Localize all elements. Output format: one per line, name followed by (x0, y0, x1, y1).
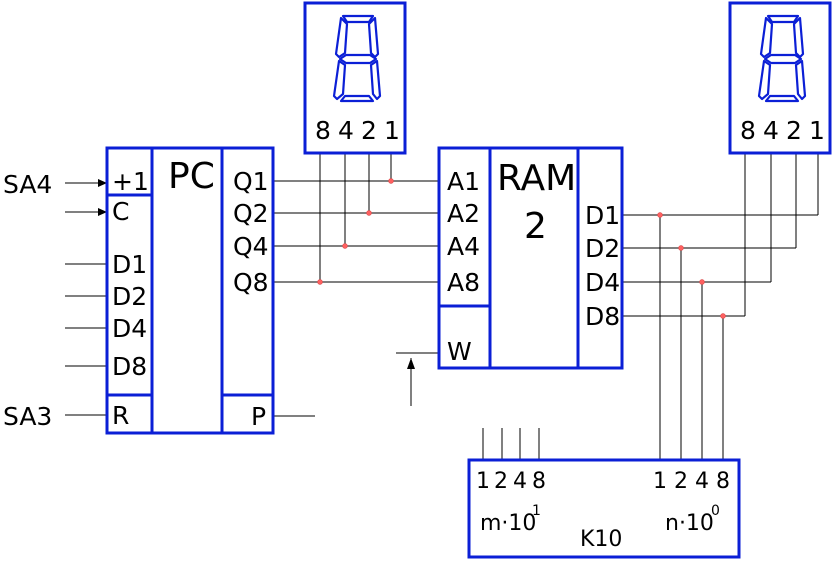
junction-dots (317, 178, 726, 319)
ram-addr-a1: A1 (447, 167, 480, 196)
k10-m-weight-4: 4 (513, 469, 527, 494)
k10-block: 1 2 4 8 1 2 4 8 m·10 1 n·10 0 K10 (467, 458, 741, 559)
ram-addr-a2: A2 (447, 199, 480, 228)
ram-title: RAM (497, 158, 576, 199)
k10-n-weight-4: 4 (695, 469, 709, 494)
display-left-weight-4: 4 (338, 116, 354, 145)
display-left-weight-2: 2 (361, 116, 377, 145)
ram-data-d2: D2 (585, 234, 620, 263)
display-left-weight-1: 1 (384, 116, 400, 145)
pc-out-q8: Q8 (233, 268, 269, 297)
pc-data-d8: D8 (112, 352, 147, 381)
input-sa3: SA3 (3, 402, 52, 431)
ram-subtitle: 2 (524, 206, 547, 247)
k10-label: K10 (580, 527, 622, 552)
ram-addr-a8: A8 (447, 268, 480, 297)
display-right-weight-1: 1 (809, 116, 825, 145)
ram-block: A1 A2 A4 A8 W RAM 2 D1 D2 D4 D8 (437, 146, 624, 370)
pc-reset-label: R (112, 401, 129, 430)
pc-inc-label: +1 (112, 167, 149, 196)
pc-counter-block: +1 C D1 D2 D4 D8 R PC Q1 Q2 Q4 Q8 P (105, 146, 275, 435)
pc-data-d4: D4 (112, 314, 147, 343)
ram-data-d4: D4 (585, 268, 620, 297)
pc-title: PC (168, 156, 215, 197)
input-sa4: SA4 (3, 170, 52, 199)
pc-data-d2: D2 (112, 282, 147, 311)
seven-segment-digit (332, 14, 382, 103)
k10-m-exponent: 1 (532, 503, 541, 519)
k10-m-weight-8: 8 (532, 469, 546, 494)
display-right-weight-8: 8 (740, 116, 756, 145)
pc-out-q2: Q2 (233, 199, 269, 228)
display-right-weight-2: 2 (786, 116, 802, 145)
pc-out-q1: Q1 (233, 167, 269, 196)
pc-data-d1: D1 (112, 250, 147, 279)
display-right-weight-4: 4 (763, 116, 779, 145)
k10-m-weight-2: 2 (494, 469, 508, 494)
ram-data-d8: D8 (585, 302, 620, 331)
k10-n-weight-2: 2 (674, 469, 688, 494)
display-right: 8 4 2 1 (728, 1, 832, 155)
k10-m-expression: m·10 (480, 511, 536, 536)
k10-n-weight-1: 1 (653, 469, 667, 494)
ram-addr-a4: A4 (447, 232, 480, 261)
ram-write-label: W (447, 337, 472, 366)
pc-out-q4: Q4 (233, 232, 269, 261)
pc-clock-label: C (112, 197, 129, 226)
k10-n-weight-8: 8 (716, 469, 730, 494)
k10-n-exponent: 0 (711, 503, 720, 519)
wires (65, 153, 819, 460)
seven-segment-digit (757, 14, 807, 103)
ram-data-d1: D1 (585, 201, 620, 230)
display-left: 8 4 2 1 (303, 1, 407, 155)
k10-n-expression: n·10 (665, 511, 714, 536)
display-left-weight-8: 8 (315, 116, 331, 145)
k10-m-weight-1: 1 (476, 469, 490, 494)
pc-carry-label: P (251, 402, 266, 431)
